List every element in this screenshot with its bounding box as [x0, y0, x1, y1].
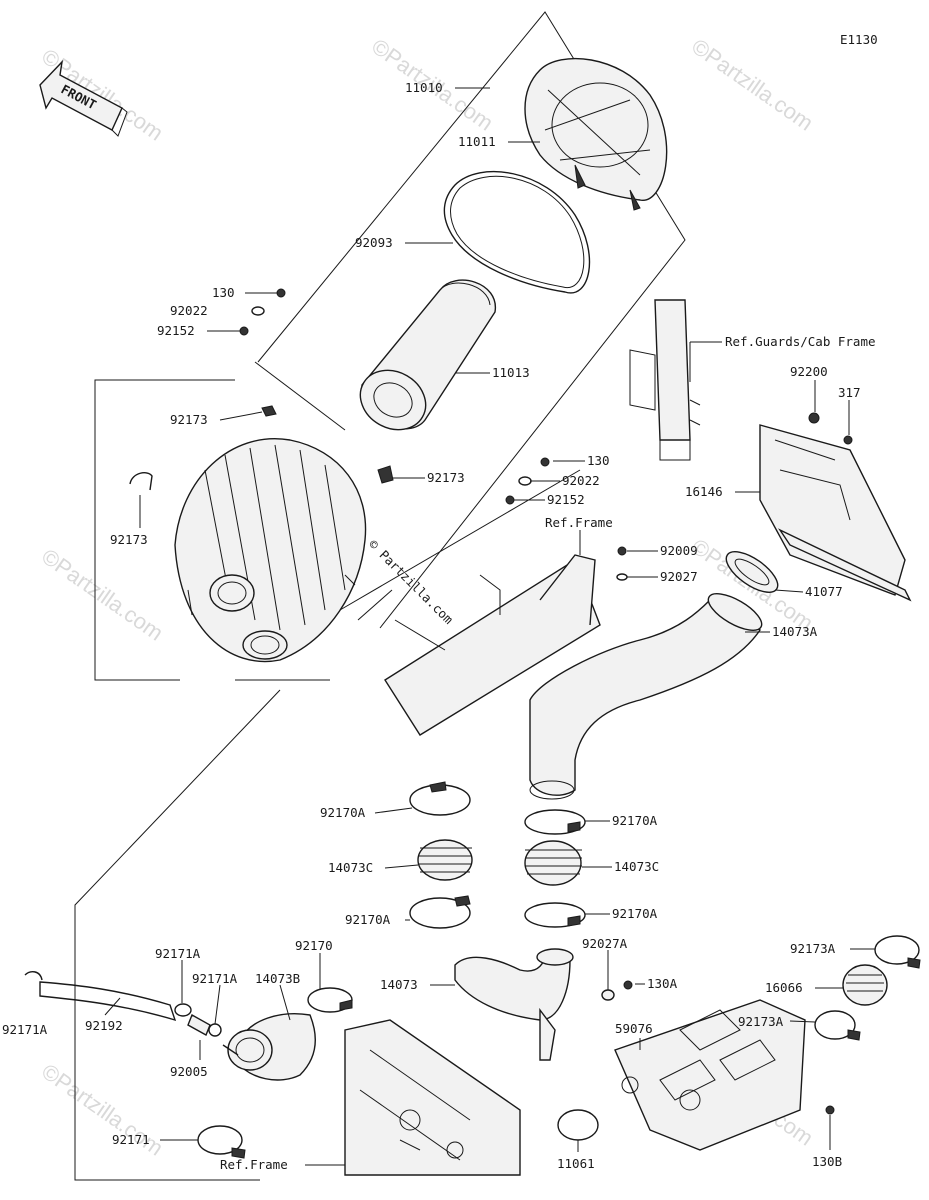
boot-16066	[814, 935, 921, 1115]
label-92170A: 92170A	[612, 906, 658, 921]
label-41077: 41077	[805, 584, 843, 599]
label-92005: 92005	[170, 1064, 208, 1079]
label-317: 317	[838, 385, 861, 400]
label-ref-frame: Ref.Frame	[545, 515, 613, 530]
label-130B: 130B	[812, 1154, 842, 1169]
label-92171: 92171	[112, 1132, 150, 1147]
air-cleaner-case	[174, 438, 367, 663]
seal-41077	[725, 551, 779, 593]
label-92192: 92192	[85, 1018, 123, 1033]
label-92170A: 92170A	[612, 813, 658, 828]
label-92173: 92173	[110, 532, 148, 547]
label-92171A: 92171A	[155, 946, 201, 961]
label-92027: 92027	[660, 569, 698, 584]
gasket-92093	[443, 170, 591, 294]
label-130: 130	[212, 285, 235, 300]
label-92022: 92022	[562, 473, 600, 488]
leader-lines	[104, 87, 875, 1166]
ring-11061	[557, 1109, 599, 1141]
duct-14073B	[227, 987, 353, 1081]
label-11011: 11011	[458, 134, 496, 149]
watermark: ©Partzilla.com	[37, 544, 168, 646]
label-11013: 11013	[492, 365, 530, 380]
fasteners-lower-center	[601, 980, 633, 1001]
fasteners-upper-left	[239, 288, 286, 336]
label-92152: 92152	[547, 492, 585, 507]
label-92027A: 92027A	[582, 936, 628, 951]
frame-lower	[344, 1019, 521, 1176]
clamps-boots-right	[524, 809, 586, 928]
bracket-16146	[759, 412, 912, 602]
label-59076: 59076	[615, 1021, 653, 1036]
label-14073C: 14073C	[328, 860, 373, 875]
fasteners-middle	[505, 457, 628, 581]
label-14073: 14073	[380, 977, 418, 992]
duct-14073A	[529, 593, 763, 800]
label-14073C: 14073C	[614, 859, 659, 874]
intake-box-59076	[614, 999, 806, 1151]
filter-element-11013	[359, 279, 496, 431]
label-130: 130	[587, 453, 610, 468]
part-labels: 11010 11011 92093 130 92022 92152 11013 …	[2, 80, 876, 1172]
label-14073B: 14073B	[255, 971, 300, 986]
label-16146: 16146	[685, 484, 723, 499]
air-cleaner-cover-11011	[524, 58, 668, 211]
label-11010: 11010	[405, 80, 443, 95]
clamps-boots-left	[409, 781, 473, 929]
label-14073A: 14073A	[772, 624, 818, 639]
label-92171A: 92171A	[192, 971, 238, 986]
frame-upper	[339, 469, 601, 736]
label-92170A: 92170A	[320, 805, 366, 820]
label-ref-guards: Ref.Guards/Cab Frame	[725, 334, 876, 349]
label-92173A: 92173A	[738, 1014, 784, 1029]
label-92173: 92173	[427, 470, 465, 485]
watermark: ©Partzilla.com	[687, 34, 818, 136]
label-ref-frame: Ref.Frame	[220, 1157, 288, 1172]
label-92170A: 92170A	[345, 912, 391, 927]
front-arrow: FRONT	[39, 59, 128, 137]
label-92009: 92009	[660, 543, 698, 558]
label-92171A: 92171A	[2, 1022, 48, 1037]
label-16066: 16066	[765, 980, 803, 995]
label-92152: 92152	[157, 323, 195, 338]
label-92170: 92170	[295, 938, 333, 953]
label-11061: 11061	[557, 1156, 595, 1171]
clips-92173	[129, 405, 394, 491]
diagram-code: E1130	[840, 32, 878, 47]
label-92200: 92200	[790, 364, 828, 379]
label-92093: 92093	[355, 235, 393, 250]
label-92022: 92022	[170, 303, 208, 318]
label-92173: 92173	[170, 412, 208, 427]
cab-frame-guards	[629, 299, 701, 461]
elbow-14073	[454, 948, 574, 1061]
label-92173A: 92173A	[790, 941, 836, 956]
label-130A: 130A	[647, 976, 678, 991]
